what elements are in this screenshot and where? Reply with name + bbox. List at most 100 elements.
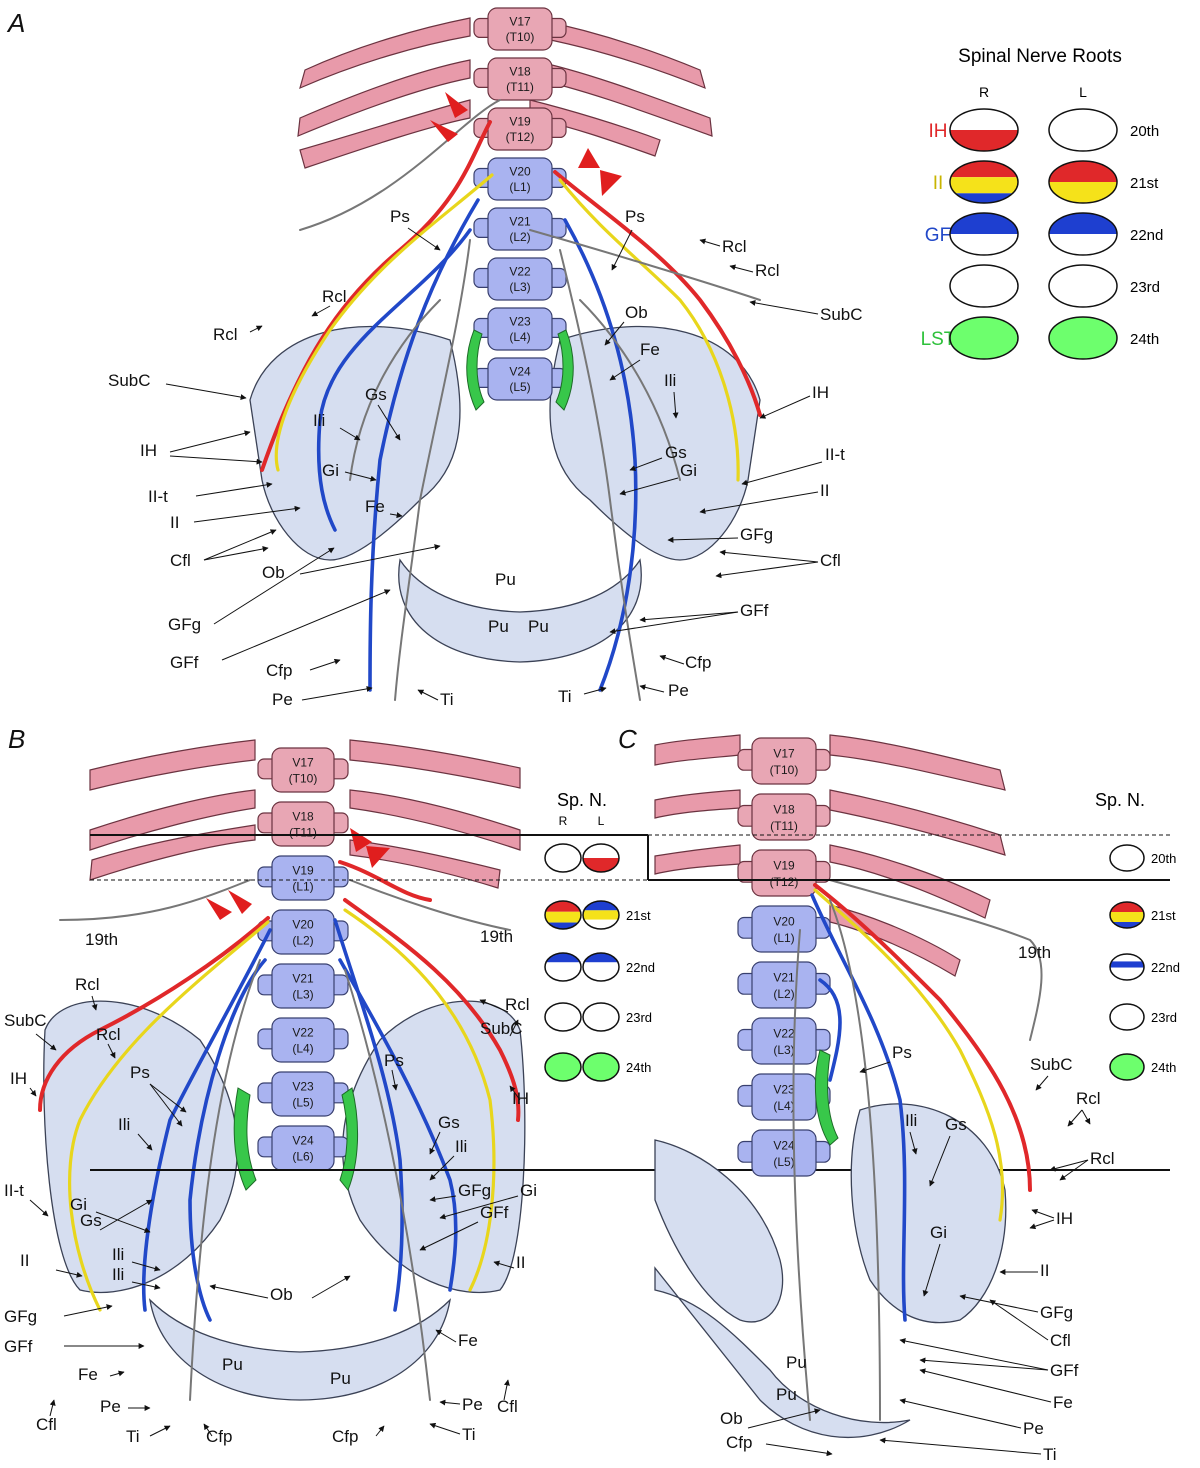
anatomy-label: Rcl xyxy=(213,325,238,344)
labelsA-label: GFf xyxy=(609,601,769,635)
a-vertebra-level: (T11) xyxy=(506,80,534,94)
anatomy-label: Gs xyxy=(438,1113,460,1132)
anatomy-label: SubC xyxy=(820,305,863,324)
c-vertebra: V23(L4) xyxy=(737,1073,831,1121)
b-vertebra: V24(L6) xyxy=(257,1125,349,1171)
anatomy-label: Pe xyxy=(462,1395,483,1414)
legend-b-root-label: 23rd xyxy=(626,1010,652,1025)
labelsB-label: GFf xyxy=(4,1337,145,1356)
a-vertebra: V17(T10) xyxy=(473,7,567,51)
anatomy-label: Gi xyxy=(930,1223,947,1242)
c-vertebra-number: V20 xyxy=(773,914,795,928)
legend-c-root-label: 20th xyxy=(1151,851,1176,866)
c-vertebra: V18(T11) xyxy=(737,793,831,841)
labelsB-label: Cfp xyxy=(203,1423,232,1446)
anatomy-label: SubC xyxy=(108,371,151,390)
a-vertebra-number: V21 xyxy=(509,215,531,229)
anatomy-label: Pe xyxy=(668,681,689,700)
a-vertebra-level: (L5) xyxy=(509,380,530,394)
anatomy-label: Ps xyxy=(384,1051,404,1070)
anatomy-label: Pu xyxy=(222,1355,243,1374)
anatomy-label: Cfl xyxy=(36,1415,57,1434)
a-vertebra-level: (T10) xyxy=(506,30,535,44)
anatomy-label: Ili xyxy=(112,1265,124,1284)
labelsB-label: Pu xyxy=(330,1369,351,1388)
anatomy-label: II-t xyxy=(4,1181,24,1200)
legend-b-root-left xyxy=(582,843,620,873)
anatomy-label: Ob xyxy=(270,1285,293,1304)
labelsA-label: Ob xyxy=(604,303,648,346)
c-vertebra-level: (T10) xyxy=(770,763,799,777)
anatomy-label: Pu xyxy=(776,1385,797,1404)
labelsC-label: Ob xyxy=(720,1408,821,1429)
legend-a-root-right xyxy=(949,160,1019,204)
labelsA-label: IH xyxy=(759,383,829,419)
anatomy-label: II xyxy=(516,1253,525,1272)
legend-a-root-right xyxy=(949,212,1019,256)
b-vertebra-level: (L5) xyxy=(292,1095,313,1109)
c-vertebra: V21(L2) xyxy=(737,961,831,1009)
b-vertebra-number: V20 xyxy=(292,917,314,931)
anatomy-label: Cfp xyxy=(266,661,292,680)
labelsA-label: Fe xyxy=(365,497,403,519)
c-vertebra-level: (T12) xyxy=(770,875,799,889)
labelsC-label: Gi xyxy=(922,1223,947,1297)
anatomy-label: Pu xyxy=(528,617,549,636)
labelsB-label: IH xyxy=(10,1069,37,1097)
legend-c-root xyxy=(1109,1003,1145,1031)
nerves-a xyxy=(260,99,762,701)
anatomy-label: II xyxy=(170,513,179,532)
labelsA-label: Cfp xyxy=(266,658,341,680)
legend-a-nerve-name: IH xyxy=(929,121,948,142)
anatomy-label: Fe xyxy=(365,497,385,516)
legend-b-root-label: 22nd xyxy=(626,960,655,975)
c-vertebra-level: (T11) xyxy=(770,819,798,833)
labelsA-label: Ob xyxy=(262,544,441,582)
anatomy-label: Cfp xyxy=(685,653,711,672)
labelsB-label: Rcl xyxy=(479,995,530,1014)
legend-b-root-right xyxy=(544,1052,582,1082)
legend-c-root-label: 23rd xyxy=(1151,1010,1177,1025)
anatomy-label: Ps xyxy=(390,207,410,226)
labelsB-label: Ili xyxy=(118,1115,153,1151)
a-vertebra: V22(L3) xyxy=(473,257,567,301)
b-vertebra: V20(L2) xyxy=(257,909,349,955)
labelsB-label: Cfl xyxy=(497,1379,518,1416)
anatomy-label: II-t xyxy=(148,487,168,506)
b-vertebra: V21(L3) xyxy=(257,963,349,1009)
c-vertebra: V20(L1) xyxy=(737,905,831,953)
labelsA-label: Cfl xyxy=(715,549,841,579)
c-vertebra-number: V19 xyxy=(773,858,795,872)
labelsA-label: GFg xyxy=(168,547,335,634)
anatomy-label: IH xyxy=(140,441,157,460)
b-vertebra-number: V17 xyxy=(292,755,314,769)
anatomy-label: Cfl xyxy=(1050,1331,1071,1350)
panel-c-letter: C xyxy=(618,724,637,754)
legend-b-title: Sp. N. xyxy=(557,790,607,810)
legend-b-col-l: L xyxy=(598,814,605,828)
anatomy-label: Cfp xyxy=(206,1427,232,1446)
ribs-c xyxy=(654,734,1006,977)
legend-a-root-label: 23rd xyxy=(1130,279,1160,296)
labelsA-label: GFf xyxy=(170,589,391,672)
labelsB-label: Ps xyxy=(384,1051,404,1091)
anatomy-label: Rcl xyxy=(505,995,530,1014)
labelsB-label: SubC xyxy=(4,1011,57,1051)
b-vertebra-number: V21 xyxy=(292,971,314,985)
legend-a-root-label: 24th xyxy=(1130,331,1159,348)
anatomy-label: Ili xyxy=(905,1111,917,1130)
anatomy-label: Gs xyxy=(365,385,387,404)
labelsA-label: Pe xyxy=(639,681,689,700)
spine-a: V17(T10)V18(T11)V19(T12)V20(L1)V21(L2)V2… xyxy=(466,7,574,411)
c-vertebra-level: (L4) xyxy=(773,1099,794,1113)
anatomy-label: GFf xyxy=(740,601,769,620)
legend-a-root-right xyxy=(949,316,1019,360)
anatomy-label: Cfl xyxy=(497,1397,518,1416)
labelsA-label: Gi xyxy=(619,461,697,496)
arrowheads-a xyxy=(430,92,622,196)
panel-c: C V17(T10)V18(T11)V19(T12)V20(L1)V21(L2)… xyxy=(618,724,1180,1464)
anatomy-label: IH xyxy=(512,1089,529,1108)
legend-b-root-right xyxy=(544,1002,582,1032)
